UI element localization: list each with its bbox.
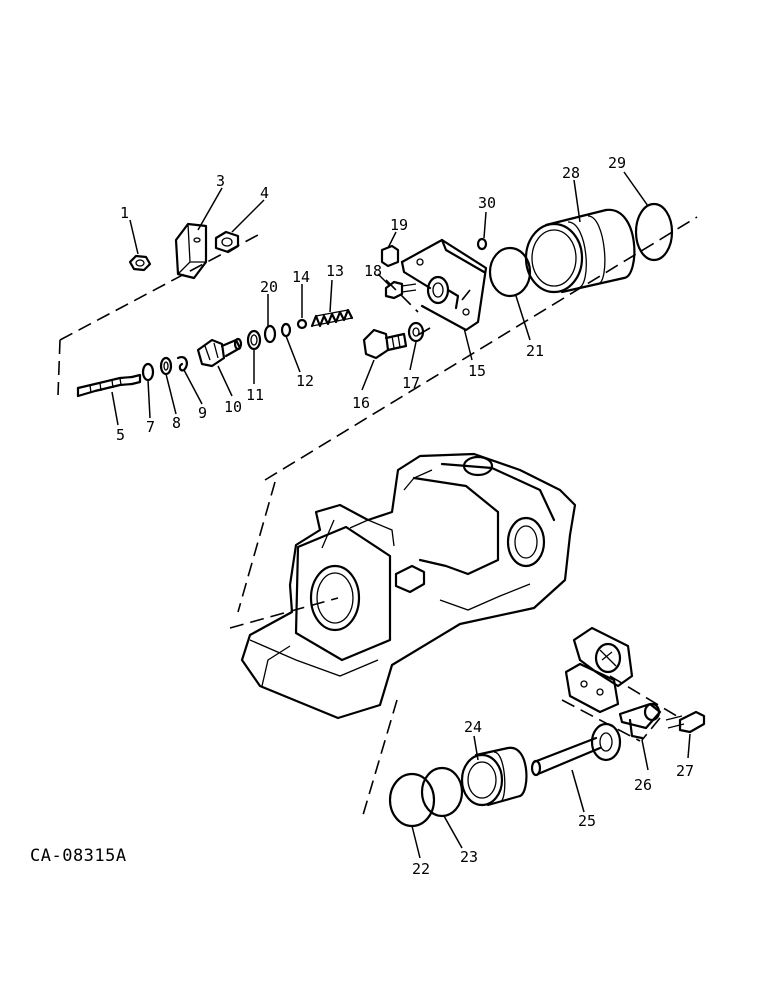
callout-17: 17 [402, 374, 420, 392]
nut-part-1 [128, 254, 152, 272]
callout-3: 3 [216, 172, 225, 190]
callout-14: 14 [292, 268, 310, 286]
callout-23: 23 [460, 848, 478, 866]
housing-casting [240, 452, 577, 720]
callout-18: 18 [364, 262, 382, 280]
o-ring-part-22 [388, 772, 436, 828]
callout-24: 24 [464, 718, 482, 736]
bolt-part-16 [362, 328, 408, 360]
nut-part-30 [476, 237, 488, 251]
plate-part-3 [174, 222, 208, 280]
callout-28: 28 [562, 164, 580, 182]
screw-part-27 [665, 710, 706, 734]
valve-body-part-15 [400, 238, 488, 332]
callout-1: 1 [120, 204, 129, 222]
callout-26: 26 [634, 776, 652, 794]
rod-part-25 [530, 722, 622, 777]
drawing-code: CA-08315A [30, 846, 127, 866]
screw-part-18 [384, 280, 417, 300]
callout-27: 27 [676, 762, 694, 780]
callout-20: 20 [260, 278, 278, 296]
callout-4: 4 [260, 184, 269, 202]
callout-9: 9 [198, 404, 207, 422]
valve-stem-part-5 [76, 373, 142, 398]
nut-part-4 [214, 230, 240, 254]
seals-and-spring [246, 308, 354, 351]
callout-13: 13 [326, 262, 344, 280]
callout-19: 19 [390, 216, 408, 234]
assembly-guide-lines [57, 216, 698, 816]
fitting-part-10 [196, 337, 243, 368]
piston-part-24 [460, 746, 528, 807]
callout-16: 16 [352, 394, 370, 412]
callout-7: 7 [146, 418, 155, 436]
callout-21: 21 [526, 342, 544, 360]
washers-7-8-9 [141, 356, 188, 382]
callout-22: 22 [412, 860, 430, 878]
callout-10: 10 [224, 398, 242, 416]
callout-8: 8 [172, 414, 181, 432]
leader-lines [111, 171, 691, 859]
ring-part-29 [634, 202, 674, 262]
plug-part-19 [380, 244, 400, 268]
callout-30: 30 [478, 194, 496, 212]
callout-29: 29 [608, 154, 626, 172]
washer-part-17 [407, 321, 425, 343]
callout-5: 5 [116, 426, 125, 444]
bracket-assembly [564, 626, 634, 714]
callout-25: 25 [578, 812, 596, 830]
callout-12: 12 [296, 372, 314, 390]
ring-part-23 [420, 766, 464, 818]
callout-labels: 1 3 4 5 7 8 9 10 11 12 13 14 15 16 17 18… [116, 154, 694, 878]
callout-15: 15 [468, 362, 486, 380]
sleeve-part-28 [524, 208, 636, 294]
pin-part-26 [618, 702, 662, 740]
callout-11: 11 [246, 386, 264, 404]
o-ring-part-21 [488, 246, 532, 298]
